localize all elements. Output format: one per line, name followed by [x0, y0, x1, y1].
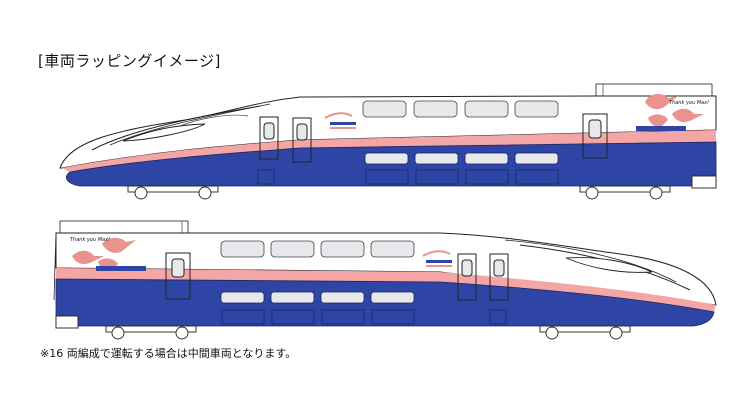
- upper-windows: [362, 100, 559, 118]
- max-logo-graphic: [422, 250, 452, 267]
- page-title: [車両ラッピングイメージ]: [38, 52, 221, 70]
- roof-equipment: [595, 83, 713, 97]
- train-car-top-illustration: Thank you Max!: [59, 83, 717, 200]
- pink-stripe: [56, 268, 716, 312]
- bogies: [55, 315, 631, 340]
- doors: [165, 252, 509, 301]
- max-logo-graphic: [324, 112, 356, 129]
- wrap-message-top: Thank you Max!: [669, 100, 709, 106]
- upper-windows: [220, 240, 415, 258]
- lower-windows: [220, 291, 415, 304]
- ibis-bird-graphic: [645, 93, 704, 127]
- windshield: [565, 257, 653, 273]
- bogies: [127, 175, 717, 200]
- windshield: [122, 123, 206, 142]
- wrap-message-bottom: Thank you Max!: [70, 237, 110, 243]
- train-car-bottom-illustration: Thank you Max!: [53, 220, 717, 340]
- lower-windows: [364, 152, 559, 165]
- footnote: ※16 両編成で運転する場合は中間車両となります。: [40, 347, 297, 360]
- pink-stripe: [62, 130, 716, 172]
- doors: [259, 113, 608, 163]
